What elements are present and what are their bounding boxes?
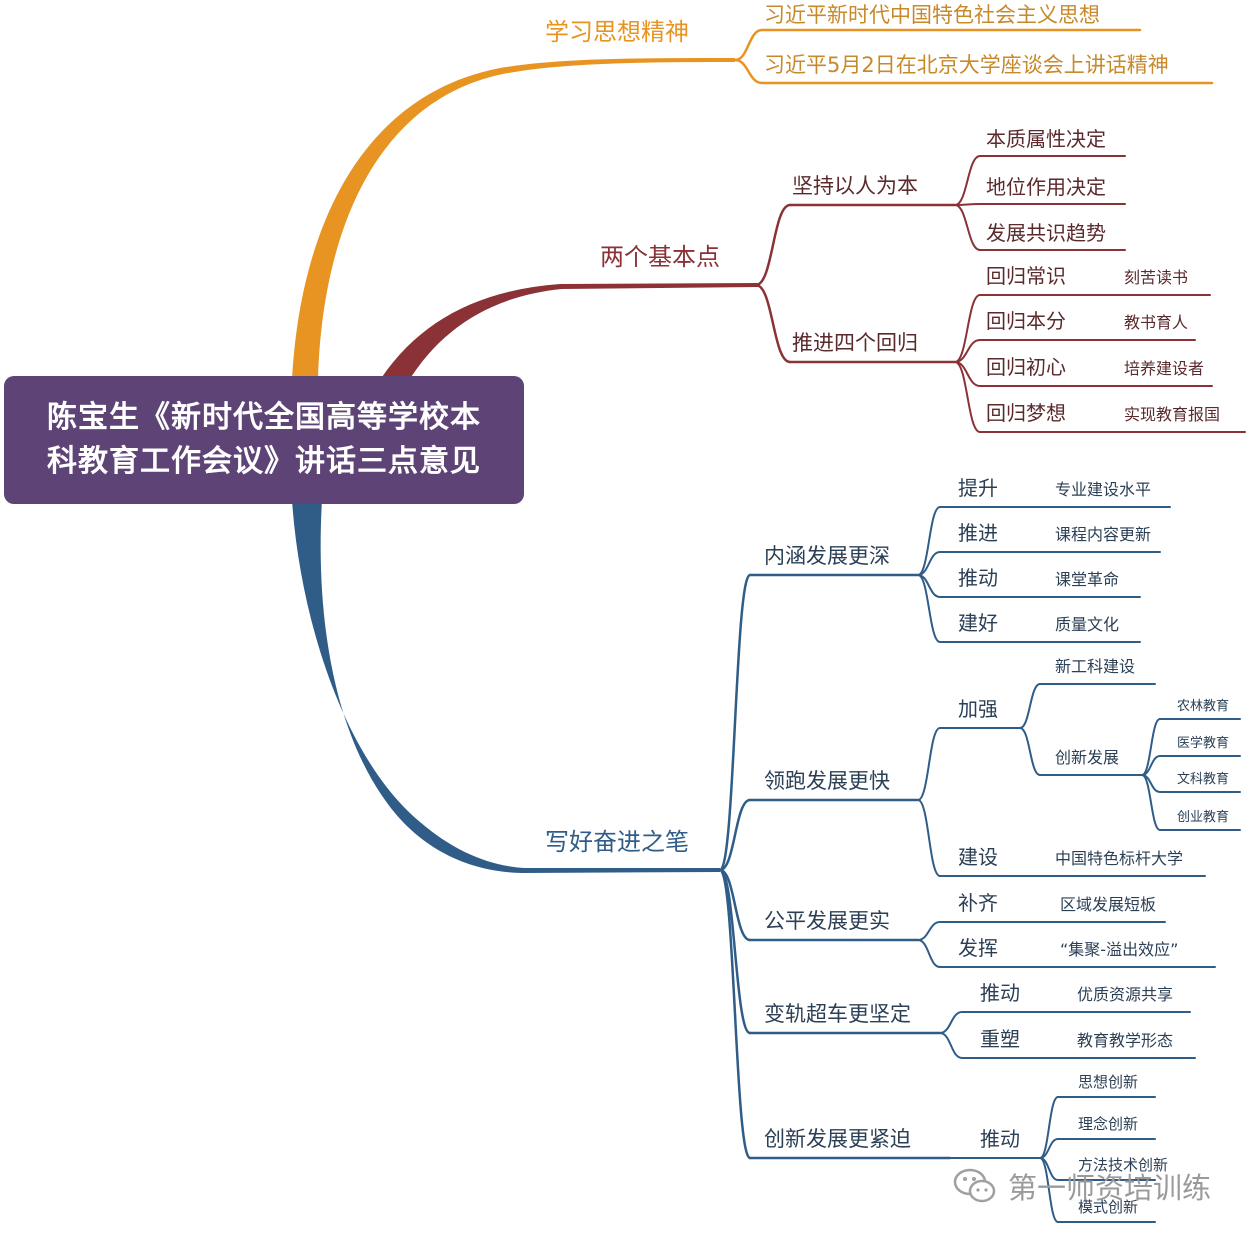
branch-3-sub-3-note-2: “集聚-溢出效应” <box>1060 940 1178 959</box>
connector <box>917 574 941 643</box>
branch-3-sub-2-leaf-4: 创业教育 <box>1177 809 1229 825</box>
branch-3-sub-2-verb-2: 建设 <box>958 845 998 869</box>
connector <box>1019 727 1041 776</box>
connector <box>1019 683 1041 729</box>
branch-3-sub-1-verb-3: 推动 <box>958 566 998 590</box>
branch-3-sub-3-verb-1: 补齐 <box>958 891 998 915</box>
branch-2-label: 两个基本点 <box>600 243 720 271</box>
branch-3-sub-3-label: 公平发展更实 <box>764 909 890 933</box>
branch-3-sub-4-verb-2: 重塑 <box>980 1027 1020 1051</box>
connector <box>954 155 981 206</box>
connector <box>939 1032 963 1059</box>
branch-2-sub-2-item-1: 回归常识 <box>986 264 1066 288</box>
connector <box>718 798 752 872</box>
branch-3-sub-1-verb-1: 提升 <box>958 476 998 500</box>
branch-1-child-1: 习近平新时代中国特色社会主义思想 <box>764 3 1100 27</box>
branch-3-sub-1-note-4: 质量文化 <box>1055 615 1119 634</box>
branch-2-sub-2-item-4: 回归梦想 <box>986 401 1066 425</box>
branch-2-sub-2-note-3: 培养建设者 <box>1124 359 1204 378</box>
connector <box>917 551 941 576</box>
branch-3-sub-5-leaf-2: 理念创新 <box>1078 1115 1138 1133</box>
connector <box>954 361 981 433</box>
connector <box>917 506 941 576</box>
central-topic-line-2: 科教育工作会议》讲话三点意见 <box>47 444 481 479</box>
branch-2-sub-1-label: 坚持以人为本 <box>792 174 918 198</box>
branch-3-sub-5-leaf-3: 方法技术创新 <box>1078 1156 1168 1174</box>
connector <box>1039 1096 1059 1159</box>
connector <box>733 28 764 62</box>
connector <box>954 339 981 363</box>
connector <box>917 799 941 877</box>
branch-3-sub-1-note-1: 专业建设水平 <box>1055 480 1151 499</box>
connector <box>917 921 941 941</box>
branch-3-sub-5-leaf-1: 思想创新 <box>1078 1073 1138 1091</box>
branch-2-sub-1-item-3: 发展共识趋势 <box>986 221 1106 245</box>
branch-3-sub-4-verb-1: 推动 <box>980 981 1020 1005</box>
branch-2-sub-2-item-3: 回归初心 <box>986 355 1066 379</box>
branch-3-sub-1-note-3: 课堂革命 <box>1055 570 1119 589</box>
branch-3-sub-2-item-1: 新工科建设 <box>1055 657 1135 676</box>
branch-3-sub-1-label: 内涵发展更深 <box>764 544 890 568</box>
branch-3-sub-1-verb-4: 建好 <box>958 611 998 635</box>
watermark: 第一师资培训练 <box>952 1164 1232 1208</box>
connector <box>733 58 764 85</box>
branch-2-sub-2-label: 推进四个回归 <box>792 331 918 355</box>
branch-2-sub-1-item-2: 地位作用决定 <box>986 175 1106 199</box>
branch-trunk-1 <box>292 58 735 380</box>
branch-3-sub-5-leaf-4: 模式创新 <box>1078 1198 1138 1216</box>
branch-3-sub-2-item-2: 创新发展 <box>1055 748 1119 767</box>
connector <box>954 294 981 363</box>
central-topic: 陈宝生《新时代全国高等学校本 科教育工作会议》讲话三点意见 <box>4 376 524 504</box>
branch-trunk-2 <box>380 283 760 382</box>
branch-3-label: 写好奋进之笔 <box>545 828 689 856</box>
branch-3-sub-2-leaf-3: 文科教育 <box>1177 771 1229 787</box>
connector <box>917 727 941 801</box>
branch-1-child-2: 习近平5月2日在北京大学座谈会上讲话精神 <box>764 53 1169 77</box>
watermark-text: 第一师资培训练 <box>1008 1171 1212 1205</box>
branch-3-sub-3-note-1: 区域发展短板 <box>1060 895 1156 914</box>
connector <box>939 1011 963 1034</box>
branch-3-sub-5-label: 创新发展更紧迫 <box>764 1127 911 1151</box>
branch-3-sub-4-note-2: 教育教学形态 <box>1077 1031 1173 1050</box>
branch-3-sub-1-note-2: 课程内容更新 <box>1055 525 1151 544</box>
branch-2-sub-2-note-2: 教书育人 <box>1124 313 1188 332</box>
branch-trunk-3 <box>292 500 720 873</box>
branch-3-sub-1-verb-2: 推进 <box>958 521 998 545</box>
branch-2-sub-2-note-1: 刻苦读书 <box>1124 268 1188 287</box>
branch-3-sub-2-leaf-2: 医学教育 <box>1177 735 1229 751</box>
branch-3-sub-2-note-2: 中国特色标杆大学 <box>1055 849 1183 868</box>
connector <box>954 203 981 206</box>
branch-3-sub-5-verb-1: 推动 <box>980 1127 1020 1151</box>
connector <box>1141 774 1161 831</box>
branch-2-sub-2-note-4: 实现教育报国 <box>1124 405 1220 424</box>
branch-3-sub-2-verb-1: 加强 <box>958 697 998 721</box>
connector <box>754 283 792 364</box>
branch-3-sub-2-label: 领跑发展更快 <box>764 769 890 793</box>
central-topic-line-1: 陈宝生《新时代全国高等学校本 <box>47 400 481 435</box>
branch-2-sub-2-item-2: 回归本分 <box>986 309 1066 333</box>
connector <box>917 939 941 968</box>
wechat-icon <box>953 1168 996 1203</box>
connector <box>718 868 752 942</box>
branch-3-sub-4-label: 变轨超车更坚定 <box>764 1002 911 1026</box>
connector <box>718 868 752 1160</box>
branch-3-sub-3-verb-2: 发挥 <box>958 936 998 960</box>
connector <box>954 204 981 251</box>
branch-3-sub-2-leaf-1: 农林教育 <box>1177 698 1229 714</box>
connector <box>718 573 752 872</box>
connector <box>754 203 792 287</box>
branch-1-label: 学习思想精神 <box>545 18 689 46</box>
connector <box>1039 1157 1059 1223</box>
branch-3-sub-4-note-1: 优质资源共享 <box>1077 985 1173 1004</box>
branch-2-sub-1-item-1: 本质属性决定 <box>986 127 1106 151</box>
